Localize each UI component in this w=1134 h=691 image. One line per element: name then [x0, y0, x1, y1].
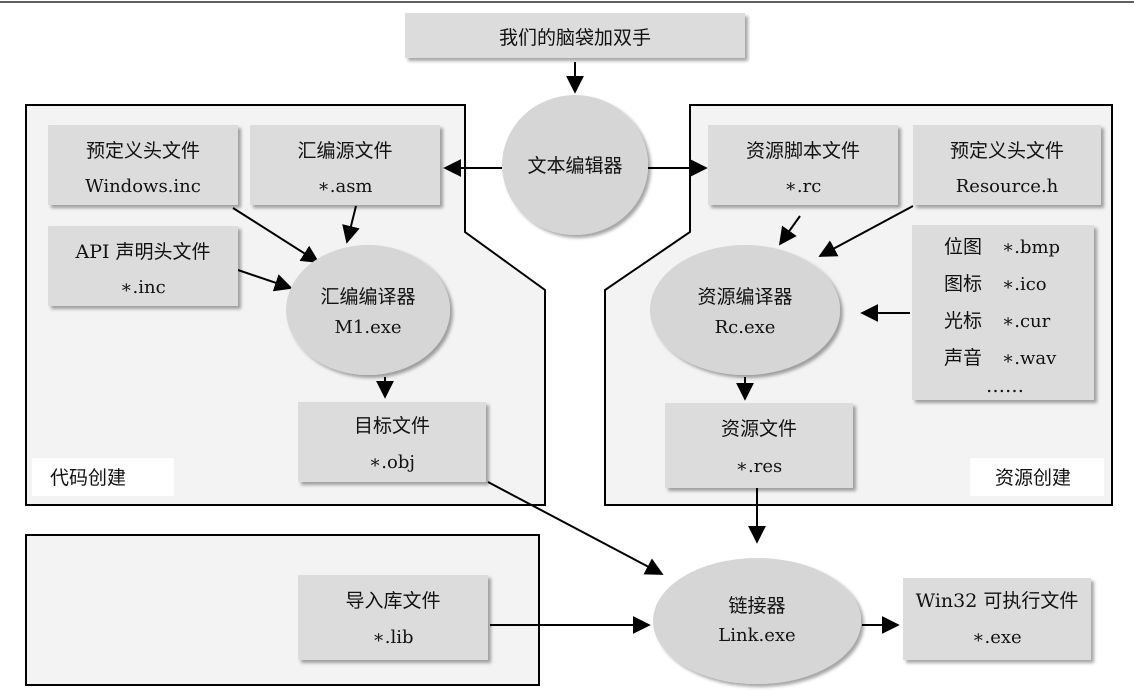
svg-text:Windows.inc: Windows.inc: [85, 176, 201, 197]
object-file-node: 目标文件 ∗.obj: [298, 402, 486, 482]
arrow-obj-to-linker: [487, 481, 664, 575]
svg-text:∗.rc: ∗.rc: [785, 176, 822, 197]
resource-compiler-node: 资源编译器 Rc.exe: [650, 245, 840, 375]
svg-text:链接器: 链接器: [728, 595, 785, 617]
linker-node: 链接器 Link.exe: [653, 558, 861, 684]
import-library-node: 导入库文件 ∗.lib: [298, 575, 488, 660]
resource-region-tag: [970, 458, 1104, 496]
svg-text:汇编编译器: 汇编编译器: [320, 286, 415, 308]
svg-text:目标文件: 目标文件: [354, 415, 430, 437]
arrow-api-inc-to-assembler: [237, 269, 293, 292]
svg-text:Rc.exe: Rc.exe: [715, 317, 776, 338]
media-files-node: 位图 ∗.bmp 图标 ∗.ico 光标 ∗.cur 声音 ∗.wav ……: [912, 225, 1094, 400]
svg-text:位图: 位图: [944, 236, 982, 258]
resource-region-label: 资源创建: [995, 467, 1071, 489]
svg-text:图标: 图标: [944, 273, 982, 295]
arrow-asm-to-assembler: [342, 205, 360, 244]
svg-text:∗.exe: ∗.exe: [972, 627, 1021, 648]
svg-text:∗.obj: ∗.obj: [369, 452, 415, 473]
svg-text:∗.lib: ∗.lib: [373, 627, 414, 648]
svg-text:∗.wav: ∗.wav: [1002, 348, 1057, 369]
svg-text:Resource.h: Resource.h: [956, 176, 1059, 197]
svg-text:声音: 声音: [944, 347, 982, 369]
assembler-node: 汇编编译器 M1.exe: [286, 245, 450, 375]
svg-text:∗.res: ∗.res: [736, 456, 782, 477]
resource-script-node: 资源脚本文件 ∗.rc: [708, 125, 898, 205]
svg-text:资源文件: 资源文件: [721, 418, 797, 440]
svg-text:Win32 可执行文件: Win32 可执行文件: [916, 590, 1079, 612]
predefined-header-resource-node: 预定义头文件 Resource.h: [913, 125, 1101, 205]
svg-text:汇编源文件: 汇编源文件: [297, 140, 392, 162]
text-editor-node: 文本编辑器: [502, 95, 648, 235]
svg-text:资源编译器: 资源编译器: [697, 286, 792, 308]
svg-text:API 声明头文件: API 声明头文件: [74, 241, 210, 263]
code-region-tag: [32, 458, 174, 496]
svg-text:文本编辑器: 文本编辑器: [527, 155, 622, 177]
svg-text:M1.exe: M1.exe: [334, 317, 401, 338]
predefined-header-windows-node: 预定义头文件 Windows.inc: [48, 125, 238, 205]
resource-file-node: 资源文件 ∗.res: [665, 403, 853, 488]
svg-text:∗.inc: ∗.inc: [120, 277, 165, 298]
svg-text:预定义头文件: 预定义头文件: [950, 140, 1064, 162]
arrow-windows-inc-to-assembler: [232, 207, 320, 263]
code-region-label: 代码创建: [50, 467, 126, 489]
svg-text:∗.bmp: ∗.bmp: [1002, 237, 1060, 258]
svg-text:预定义头文件: 预定义头文件: [86, 140, 200, 162]
svg-text:导入库文件: 导入库文件: [345, 590, 440, 612]
svg-text:光标: 光标: [944, 310, 982, 332]
arrow-rc-to-compiler: [778, 215, 801, 246]
api-header-node: API 声明头文件 ∗.inc: [48, 226, 238, 306]
arrow-resource-h-to-compiler: [818, 205, 914, 257]
svg-text:我们的脑袋加双手: 我们的脑袋加双手: [499, 27, 651, 49]
flow-arrows: [232, 62, 914, 634]
svg-text:Link.exe: Link.exe: [718, 625, 795, 646]
brain-and-hands-node: 我们的脑袋加双手: [405, 13, 745, 58]
win32-executable-node: Win32 可执行文件 ∗.exe: [903, 578, 1091, 660]
svg-text:资源脚本文件: 资源脚本文件: [746, 140, 860, 162]
svg-text:∗.asm: ∗.asm: [318, 176, 373, 197]
svg-text:……: ……: [986, 375, 1024, 397]
svg-text:∗.ico: ∗.ico: [1002, 274, 1047, 295]
svg-text:∗.cur: ∗.cur: [1002, 311, 1051, 332]
asm-source-node: 汇编源文件 ∗.asm: [250, 125, 440, 205]
